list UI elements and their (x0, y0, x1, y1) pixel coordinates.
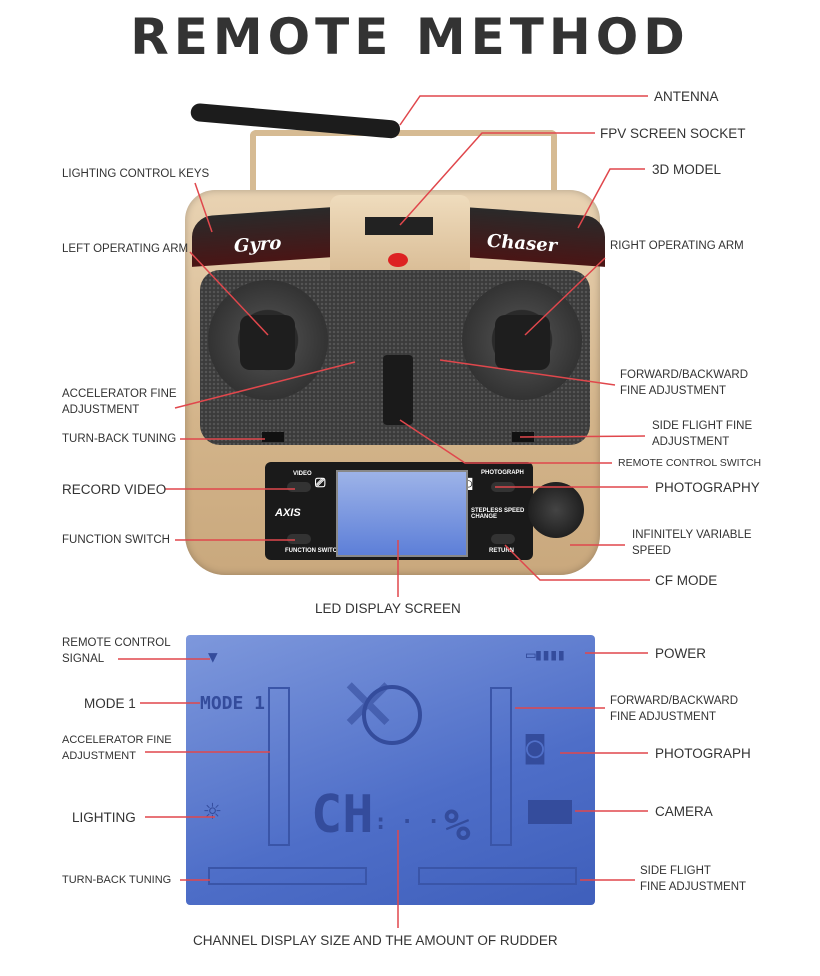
label-function-switch: FUNCTION SWITCH (62, 534, 170, 546)
label-led-display: LED DISPLAY SCREEN (315, 601, 461, 616)
lighting-icon: ☼ (204, 795, 221, 828)
label-line: ACCELERATOR FINE (62, 734, 172, 746)
label-cf-mode: CF MODE (655, 573, 718, 588)
channel-text: CH (311, 785, 374, 845)
label-forward-backward: FORWARD/BACKWARD FINE ADJUSTMENT (620, 367, 748, 399)
side-flight-trim-bar (418, 867, 577, 885)
label-line: FORWARD/BACKWARD (610, 695, 738, 707)
video-camera-icon: ⎚ (315, 476, 326, 491)
power-led (388, 253, 408, 267)
label-line: FINE ADJUSTMENT (610, 711, 717, 723)
label-side-flight: SIDE FLIGHT FINE ADJUSTMENT (652, 418, 752, 450)
photograph-icon: ◙ (526, 730, 545, 765)
label-antenna: ANTENNA (654, 89, 719, 104)
accelerator-trim-bar (268, 687, 290, 846)
speed-knob[interactable] (528, 482, 584, 538)
function-text: FUNCTION SWITCHOVER (285, 548, 359, 554)
label-photograph: PHOTOGRAPH (655, 746, 751, 761)
controller-handle (250, 130, 557, 246)
page-title: REMOTE METHOD (130, 8, 690, 66)
label-line: INFINITELY VARIABLE (632, 529, 752, 541)
label-line: SIDE FLIGHT FINE (652, 420, 753, 432)
label-line: ACCELERATOR FINE (62, 388, 177, 400)
label-line: FORWARD/BACKWARD (620, 369, 748, 381)
photograph-text: PHOTOGRAPH (481, 470, 524, 476)
record-video-button[interactable] (287, 482, 311, 492)
label-right-arm: RIGHT OPERATING ARM (610, 240, 744, 252)
label-rc-signal: REMOTE CONTROL SIGNAL (62, 635, 171, 667)
label-line: FINE ADJUSTMENT (640, 881, 747, 893)
fpv-screen-socket (365, 217, 433, 235)
label-line: ADJUSTMENT (62, 750, 136, 762)
function-switch-button[interactable] (287, 534, 311, 544)
turn-back-trim-bar (208, 867, 367, 885)
forward-backward-trim-bar (490, 687, 512, 846)
label-fpv-socket: FPV SCREEN SOCKET (600, 126, 746, 141)
label-forward-backward-lcd: FORWARD/BACKWARD FINE ADJUSTMENT (610, 693, 738, 725)
label-turn-back-lcd: TURN-BACK TUNING (62, 874, 172, 886)
label-line: SIDE FLIGHT (640, 865, 711, 877)
turn-back-trim[interactable] (262, 432, 284, 442)
stepless-text: STEPLESS SPEED CHANGE (471, 508, 525, 520)
label-line: ADJUSTMENT (62, 404, 140, 416)
label-turn-back: TURN-BACK TUNING (62, 433, 177, 445)
cf-mode-button[interactable] (491, 534, 515, 544)
lcd-mode: MODE 1 (200, 693, 266, 714)
label-accelerator-lcd: ACCELERATOR FINE ADJUSTMENT (62, 732, 172, 764)
channel-value: : · · (374, 810, 441, 835)
right-operating-arm[interactable] (495, 315, 550, 370)
label-left-arm: LEFT OPERATING ARM (62, 243, 189, 255)
label-line: SPEED (632, 545, 671, 557)
remote-control-switch[interactable] (383, 355, 413, 425)
lcd-enlarged: ▼ MODE 1 ▭▮▮▮▮ ✕ ☼ CH : · · % ◙ (186, 635, 595, 905)
drone-body-icon (362, 685, 422, 745)
label-side-flight-lcd: SIDE FLIGHT FINE ADJUSTMENT (640, 863, 746, 895)
label-lighting-keys: LIGHTING CONTROL KEYS (62, 168, 210, 180)
label-3d-model: 3D MODEL (652, 162, 722, 177)
left-operating-arm[interactable] (240, 315, 295, 370)
label-lighting: LIGHTING (72, 810, 136, 825)
label-line: ADJUSTMENT (652, 436, 730, 448)
label-line: FINE ADJUSTMENT (620, 385, 727, 397)
label-line: REMOTE CONTROL (62, 637, 171, 649)
label-camera: CAMERA (655, 804, 713, 819)
label-rc-switch: REMOTE CONTROL SWITCH (618, 457, 762, 469)
label-photography: PHOTOGRAPHY (655, 480, 760, 495)
camera-icon: ◙ (465, 476, 473, 490)
battery-icon: ▭▮▮▮▮ (526, 645, 566, 664)
video-text: VIDEO (293, 471, 312, 477)
label-variable-speed: INFINITELY VARIABLE SPEED (632, 527, 752, 559)
label-line: SIGNAL (62, 653, 105, 665)
label-accelerator: ACCELERATOR FINE ADJUSTMENT (62, 386, 177, 418)
label-record-video: RECORD VIDEO (62, 482, 167, 497)
label-channel: CHANNEL DISPLAY SIZE AND THE AMOUNT OF R… (193, 933, 558, 948)
label-power: POWER (655, 646, 707, 661)
label-mode: MODE 1 (84, 696, 136, 711)
return-text: RETURN (489, 548, 514, 554)
axis-logo: AXIS (275, 507, 301, 519)
led-display-screen (336, 470, 468, 557)
camera-icon (528, 800, 572, 824)
signal-icon: ▼ (208, 647, 218, 666)
percent-sign: % (444, 800, 471, 851)
